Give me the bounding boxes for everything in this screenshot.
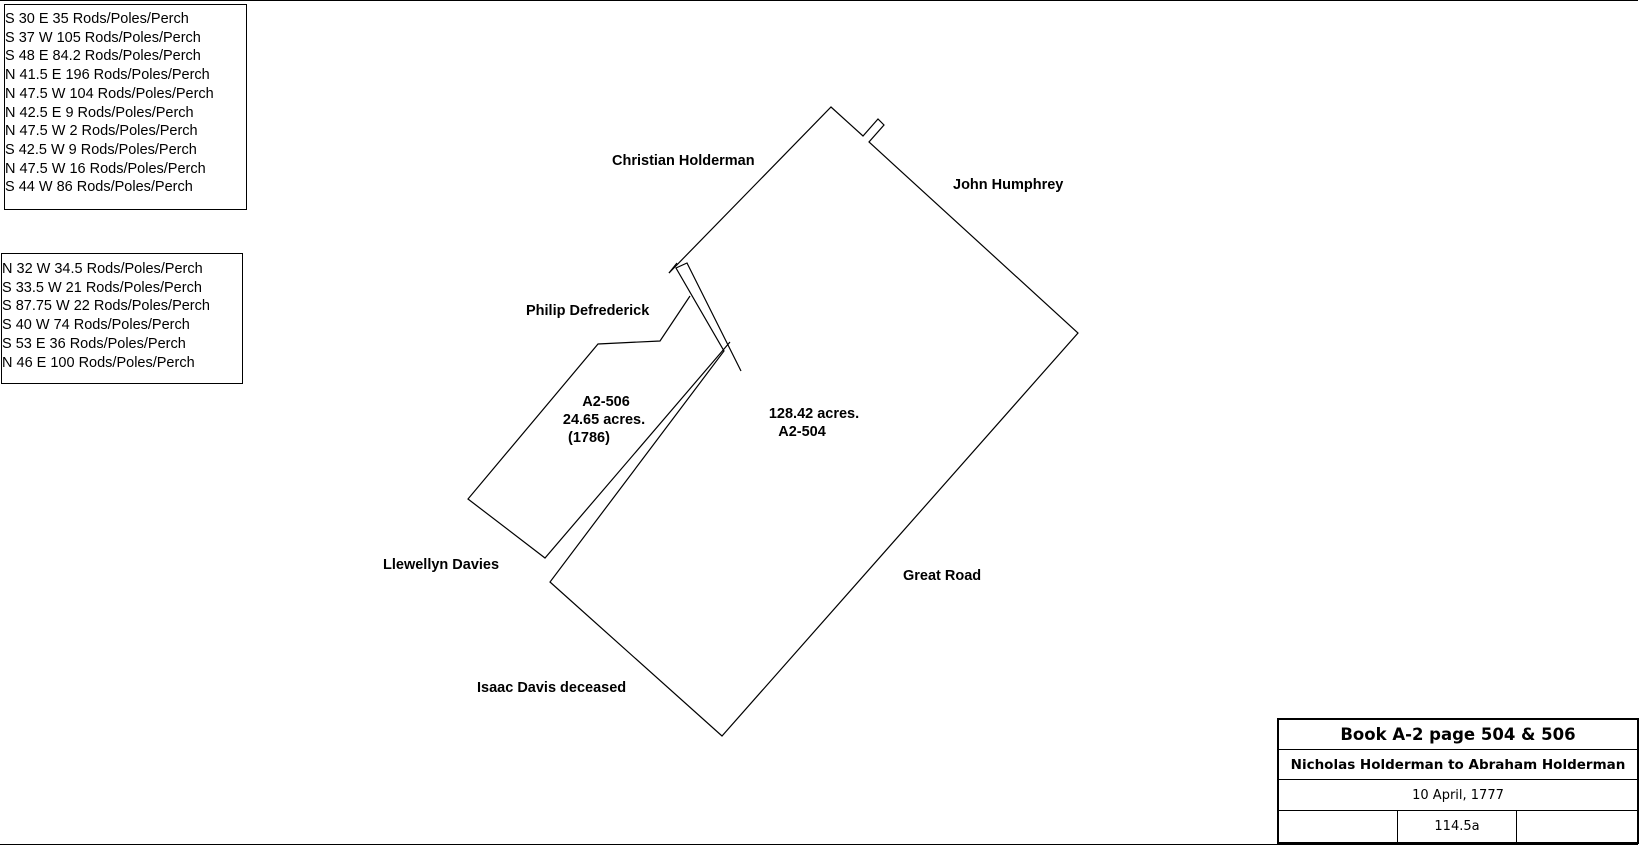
call-line: S 42.5 W 9 Rods/Poles/Perch [5, 141, 197, 158]
boundary-calls-504: S 30 E 35 Rods/Poles/Perch S 37 W 105 Ro… [4, 4, 247, 210]
call-line: S 37 W 105 Rods/Poles/Perch [5, 29, 201, 46]
call-line: S 48 E 84.2 Rods/Poles/Perch [5, 48, 201, 65]
call-line: S 87.75 W 22 Rods/Poles/Perch [2, 298, 210, 315]
adjoiner-john-humphrey: John Humphrey [953, 177, 1064, 193]
tract-504-boundary [549, 106, 1079, 737]
tract-504-id: A2-504 [778, 424, 826, 440]
tract-504-tick [668, 262, 678, 274]
title-block-bottom-row: 114.5a [1279, 811, 1637, 842]
title-block-empty-cell [1517, 811, 1637, 842]
adjoiner-isaac-davis: Isaac Davis deceased [477, 680, 627, 696]
deed-parties: Nicholas Holderman to Abraham Holderman [1279, 750, 1637, 780]
call-line: N 46 E 100 Rods/Poles/Perch [2, 354, 195, 371]
call-line: S 40 W 74 Rods/Poles/Perch [2, 317, 190, 334]
title-block-empty-cell [1279, 811, 1398, 842]
deed-acreage: 114.5a [1398, 811, 1517, 842]
tract-506-boundary [467, 295, 731, 559]
tract-504-acres: 128.42 acres. [768, 406, 860, 422]
call-line: S 44 W 86 Rods/Poles/Perch [5, 179, 193, 196]
adjoiner-philip-defrederick: Philip Defrederick [526, 303, 650, 319]
adjoiner-christian-holderman: Christian Holderman [612, 153, 755, 169]
call-line: N 47.5 W 104 Rods/Poles/Perch [5, 85, 214, 102]
call-line: N 47.5 W 16 Rods/Poles/Perch [5, 160, 206, 177]
boundary-calls-506: N 32 W 34.5 Rods/Poles/Perch S 33.5 W 21… [1, 253, 243, 384]
tract-506-id: A2-506 [582, 394, 630, 410]
call-line: N 42.5 E 9 Rods/Poles/Perch [5, 104, 194, 121]
call-line: N 41.5 E 196 Rods/Poles/Perch [5, 67, 210, 84]
call-line: N 32 W 34.5 Rods/Poles/Perch [2, 261, 203, 277]
tract-506-year: (1786) [568, 430, 610, 446]
adjoiner-llewellyn-davies: Llewellyn Davies [383, 557, 500, 573]
deed-date: 10 April, 1777 [1279, 780, 1637, 811]
call-line: N 47.5 W 2 Rods/Poles/Perch [5, 123, 198, 140]
adjoiner-great-road: Great Road [903, 568, 982, 584]
call-line: S 53 E 36 Rods/Poles/Perch [2, 335, 186, 352]
deed-book-reference: Book A-2 page 504 & 506 [1279, 720, 1637, 750]
tract-506-acres: 24.65 acres. [562, 412, 646, 428]
title-block: Book A-2 page 504 & 506 Nicholas Holderm… [1277, 718, 1639, 844]
call-line: S 33.5 W 21 Rods/Poles/Perch [2, 279, 202, 296]
call-line: S 30 E 35 Rods/Poles/Perch [5, 11, 189, 27]
